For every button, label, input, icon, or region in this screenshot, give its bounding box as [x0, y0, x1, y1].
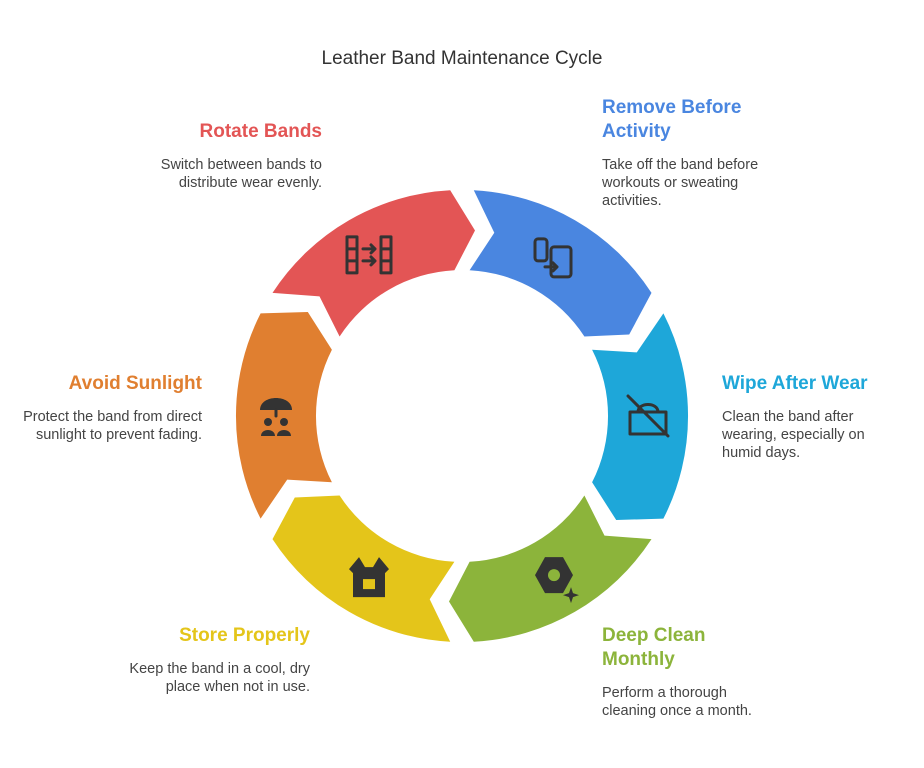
- storage-box-icon: [349, 557, 389, 598]
- step-description: Perform a thorough cleaning once a month…: [602, 685, 752, 719]
- segment-wipe-after-wear: [592, 313, 689, 520]
- no-humidity-icon: [626, 394, 670, 438]
- step-heading: Remove Before Activity: [602, 97, 742, 142]
- segment-avoid-sunlight: [235, 312, 332, 519]
- step-heading: Deep Clean Monthly: [602, 625, 706, 670]
- diagram-title: Leather Band Maintenance Cycle: [321, 48, 603, 69]
- step-store-properly: Store Properly Keep the band in a cool, …: [120, 624, 310, 696]
- step-description: Protect the band from direct sunlight to…: [23, 409, 202, 443]
- swap-bands-icon: [345, 235, 393, 275]
- step-description: Switch between bands to distribute wear …: [160, 157, 322, 191]
- step-description: Take off the band before workouts or swe…: [602, 157, 759, 209]
- watch-to-phone-icon: [533, 237, 573, 279]
- step-heading: Avoid Sunlight: [68, 373, 202, 394]
- step-deep-clean-monthly: Deep Clean Monthly Perform a thorough cl…: [602, 624, 782, 720]
- step-description: Clean the band after wearing, especially…: [722, 409, 865, 461]
- umbrella-people-icon: [260, 398, 292, 436]
- step-heading: Store Properly: [179, 625, 310, 646]
- step-wipe-after-wear: Wipe After Wear Clean the band after wea…: [722, 372, 902, 462]
- step-remove-before-activity: Remove Before Activity Take off the band…: [602, 96, 792, 210]
- sparkle-clean-icon: [535, 557, 579, 604]
- step-heading: Wipe After Wear: [722, 373, 868, 394]
- step-avoid-sunlight: Avoid Sunlight Protect the band from dir…: [22, 372, 202, 444]
- step-description: Keep the band in a cool, dry place when …: [129, 661, 310, 695]
- segment-remove-before-activity: [469, 190, 652, 337]
- step-heading: Rotate Bands: [199, 121, 322, 142]
- step-rotate-bands: Rotate Bands Switch between bands to dis…: [142, 120, 322, 192]
